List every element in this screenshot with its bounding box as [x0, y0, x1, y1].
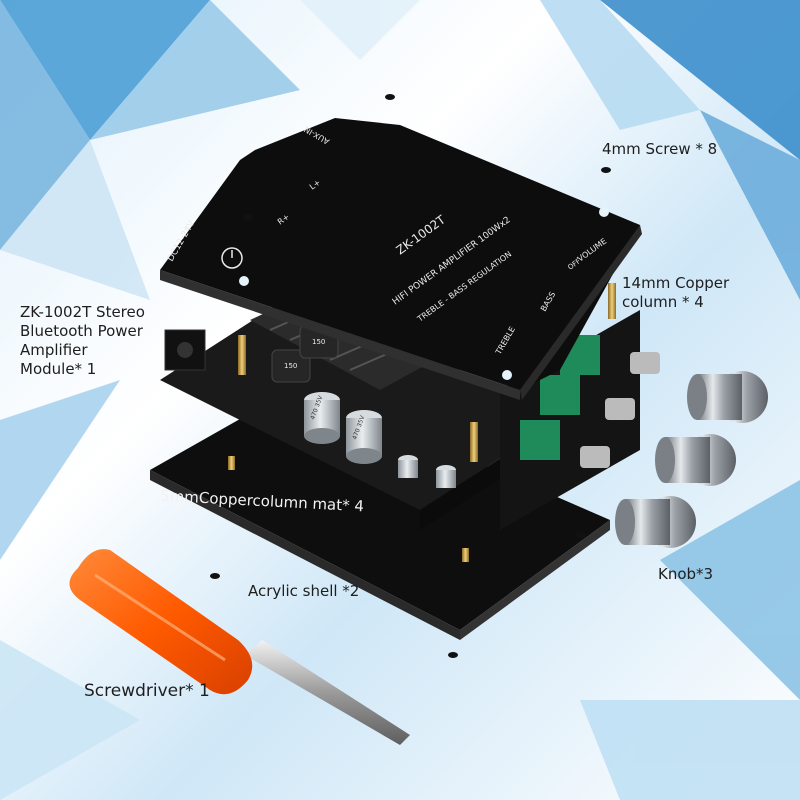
knob-3 — [615, 496, 696, 548]
label-screw: 4mm Screw * 8 — [602, 140, 718, 158]
knobs — [615, 371, 768, 548]
screwdriver — [69, 549, 410, 745]
screws — [210, 94, 611, 658]
knob-2 — [655, 434, 736, 486]
label-screwdriver: Screwdriver* 1 — [84, 681, 210, 701]
label-module-line1: ZK-1002T Stereo — [20, 303, 145, 321]
acrylic-bottom-shell — [150, 385, 610, 640]
label-knob: Knob*3 — [658, 565, 714, 583]
label-module-line2: Bluetooth Power — [20, 322, 143, 340]
knob-1 — [687, 371, 768, 423]
label-module-line3: Amplifier — [20, 341, 88, 359]
label-copper-column-14mm: 14mm Copper column * 4 — [622, 274, 730, 311]
copper-columns-14mm — [238, 283, 616, 462]
inductor-text-2: 150 — [312, 338, 325, 346]
inductor-text-1: 150 — [284, 362, 297, 370]
acrylic-top-board — [160, 118, 642, 400]
label-module-line4: Module* 1 — [20, 360, 97, 378]
copper-column-mats-5mm — [228, 456, 469, 562]
label-acrylic-shell: Acrylic shell *2 — [248, 582, 360, 600]
